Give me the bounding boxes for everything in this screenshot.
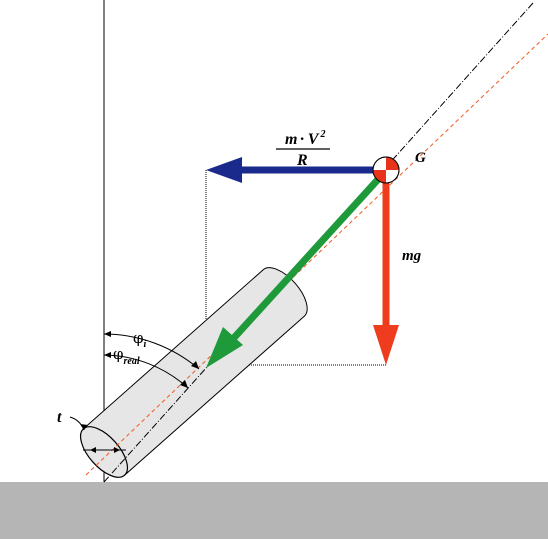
weight-force-arrowhead [373,325,399,365]
thickness-dimension-arrow-left [90,447,96,453]
phi-real-arc-start-arrow [104,352,111,358]
formula-dot: · [299,131,304,148]
formula-exponent: 2 [319,129,325,140]
ground [0,482,548,539]
phi-real-label: φreal [113,345,140,367]
weight-label: mg [402,248,422,264]
gravity-center-label: G [415,150,426,166]
phi-i-arc [103,333,200,370]
cylinder-body [82,267,308,476]
phi-i-label: φi [133,329,147,350]
phi-real-arc [103,354,189,389]
center-of-gravity-icon [372,156,400,184]
centrifugal-force-arrowhead [206,157,242,183]
formula-v: V [308,131,320,148]
formula-r: R [296,152,308,169]
resultant-force-shaft [229,172,385,343]
thickness-pointer-head [80,424,88,430]
ideal-lean-axis [85,33,548,476]
thickness-label: t [57,409,62,426]
thickness-dimension-arrow-right [114,447,120,453]
thickness-pointer [69,416,85,431]
phi-i-arc-start-arrow [104,331,111,337]
svg-text:m·V2: m·V2 [285,129,325,148]
phi-i-arc-arrow [191,361,199,369]
formula-m: m [285,131,297,148]
phi-real-arc-arrow [180,380,188,388]
resultant-force-arrowhead [206,327,243,368]
